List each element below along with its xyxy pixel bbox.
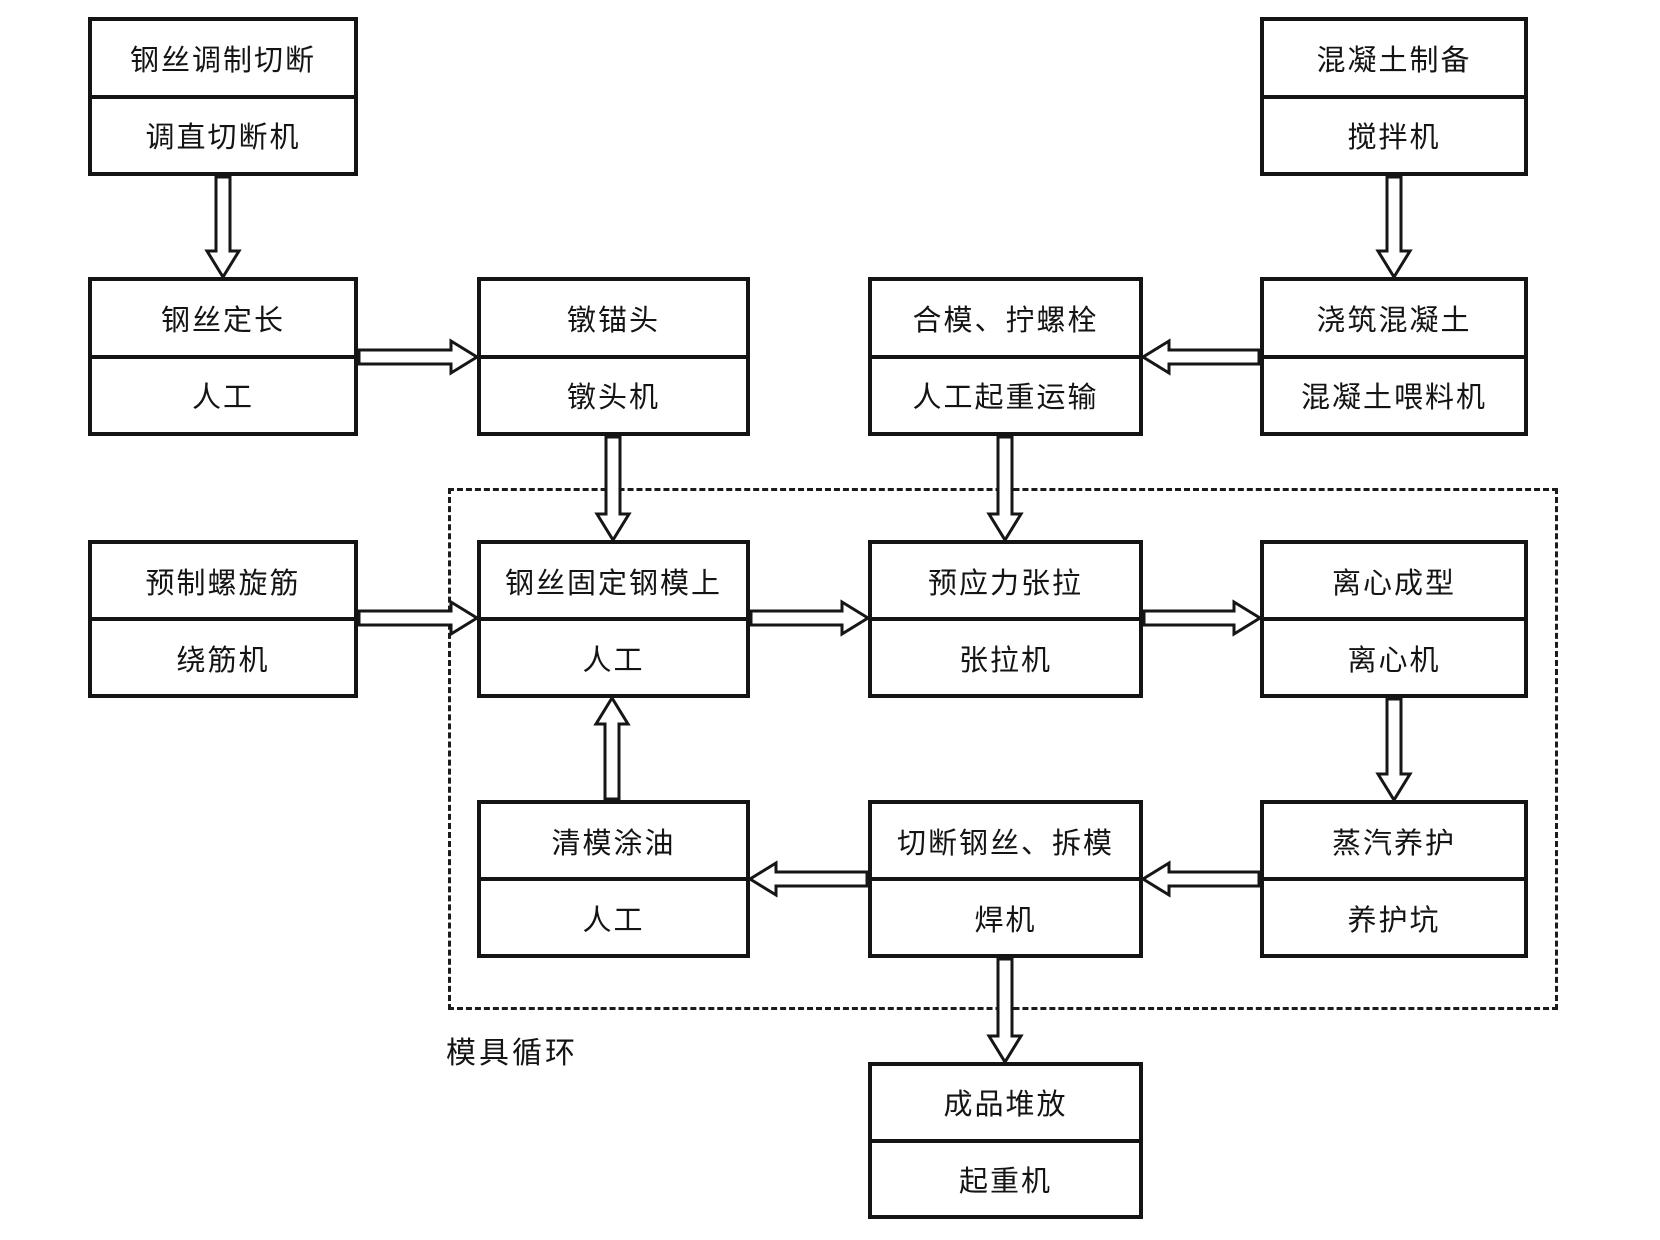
process-name: 钢丝固定钢模上 xyxy=(481,544,746,621)
process-name: 蒸汽养护 xyxy=(1264,804,1524,881)
arrow-down-preparation-to-pour xyxy=(1375,175,1413,280)
arrow-right-fixedlength-to-anchorhead xyxy=(357,338,480,376)
equipment-name: 养护坑 xyxy=(1347,904,1441,937)
arrow-down-wirecut-to-fixedlength xyxy=(204,175,242,280)
process-box-concrete-preparation: 混凝土制备 搅拌机 xyxy=(1260,17,1528,176)
equipment-name: 调直切断机 xyxy=(145,122,301,155)
process-name: 钢丝调制切断 xyxy=(92,21,354,99)
equipment-name: 张拉机 xyxy=(958,644,1052,677)
process-name: 预应力张拉 xyxy=(872,544,1139,621)
arrow-left-pour-to-closemold xyxy=(1140,338,1261,376)
mold-cycle-region-label: 模具循环 xyxy=(446,1037,578,1070)
equipment-name: 人工起重运输 xyxy=(912,382,1099,415)
process-box-prestress-tensioning: 预应力张拉 张拉机 xyxy=(868,540,1143,698)
process-box-fix-wire-on-mold: 钢丝固定钢模上 人工 xyxy=(477,540,750,698)
process-box-cut-wire-demold: 切断钢丝、拆模 焊机 xyxy=(868,800,1143,958)
process-name: 钢丝定长 xyxy=(92,281,354,359)
process-box-wire-fixed-length: 钢丝定长 人工 xyxy=(88,277,358,436)
equipment-name: 起重机 xyxy=(958,1165,1052,1198)
process-name: 浇筑混凝土 xyxy=(1264,281,1524,359)
equipment-name: 搅拌机 xyxy=(1347,122,1441,155)
process-box-upset-anchor-head: 镦锚头 镦头机 xyxy=(477,277,750,436)
process-box-centrifugal-forming: 离心成型 离心机 xyxy=(1260,540,1528,698)
process-name: 混凝土制备 xyxy=(1264,21,1524,99)
process-name: 镦锚头 xyxy=(481,281,746,359)
process-name: 离心成型 xyxy=(1264,544,1524,621)
process-box-clean-mold-oil: 清模涂油 人工 xyxy=(477,800,750,958)
equipment-name: 人工 xyxy=(191,382,254,415)
equipment-name: 人工 xyxy=(582,904,645,937)
process-box-pour-concrete: 浇筑混凝土 混凝土喂料机 xyxy=(1260,277,1528,436)
equipment-name: 混凝土喂料机 xyxy=(1300,382,1487,415)
process-box-wire-conditioning-cutting: 钢丝调制切断 调直切断机 xyxy=(88,17,358,176)
equipment-name: 绕筋机 xyxy=(176,644,270,677)
equipment-name: 离心机 xyxy=(1347,644,1441,677)
process-name: 合模、拧螺栓 xyxy=(872,281,1139,359)
process-box-close-mold-bolts: 合模、拧螺栓 人工起重运输 xyxy=(868,277,1143,436)
process-box-finished-product-stacking: 成品堆放 起重机 xyxy=(868,1062,1143,1219)
equipment-name: 人工 xyxy=(582,644,645,677)
process-name: 切断钢丝、拆模 xyxy=(872,804,1139,881)
process-box-steam-curing: 蒸汽养护 养护坑 xyxy=(1260,800,1528,958)
process-name: 清模涂油 xyxy=(481,804,746,881)
process-name: 成品堆放 xyxy=(872,1066,1139,1143)
process-name: 预制螺旋筋 xyxy=(92,544,354,621)
process-box-prefab-spiral-rebar: 预制螺旋筋 绕筋机 xyxy=(88,540,358,698)
equipment-name: 焊机 xyxy=(974,904,1037,937)
equipment-name: 镦头机 xyxy=(566,382,660,415)
